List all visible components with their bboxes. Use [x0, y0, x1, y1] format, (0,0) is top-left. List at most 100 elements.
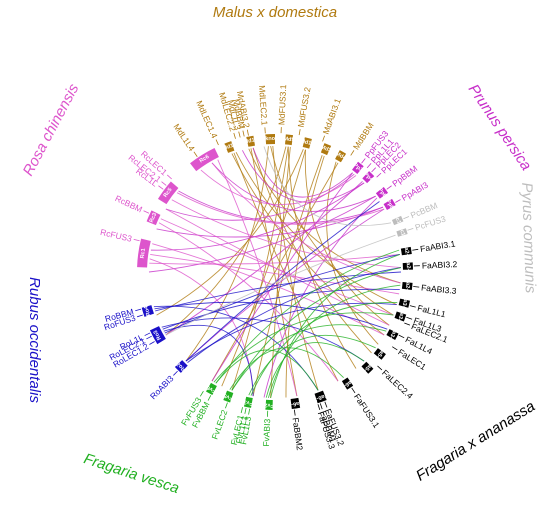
chromosome-fa3-1 [398, 298, 410, 308]
species-label-pyrus: Pyrus communis [518, 182, 539, 294]
chromosome-label: Ro3 [153, 329, 163, 341]
synteny-link [233, 152, 339, 382]
gene-label: RcFUS3 [99, 227, 133, 244]
chromosome-fv3 [243, 396, 253, 408]
synteny-link [211, 162, 339, 382]
chromosome-label: Fa6-3 [313, 392, 329, 403]
synteny-link [267, 284, 401, 398]
synteny-link [165, 146, 287, 336]
gene-leader-line [133, 238, 140, 242]
gene-leader-line [215, 139, 219, 146]
synteny-link [263, 146, 392, 227]
synteny-link [213, 312, 394, 383]
gene-leader-line [166, 174, 172, 180]
species-label-rosa: Rosa chinensis [20, 81, 83, 179]
synteny-link [250, 148, 298, 397]
synteny-link [155, 271, 402, 312]
synteny-link [211, 162, 401, 284]
chromosome-label: Md9 [283, 136, 295, 143]
synteny-link [165, 173, 355, 221]
gene-label: RoABI3 [148, 373, 176, 401]
gene-leader-line [246, 129, 249, 136]
synteny-link [185, 146, 269, 362]
gene-leader-line [386, 185, 392, 190]
synteny-link [161, 317, 365, 362]
gene-label: MdFUS3.1 [276, 84, 288, 125]
gene-label: MdLEC2.1 [257, 85, 270, 126]
chromosome-label: Pp6 [376, 187, 387, 199]
synteny-link [171, 199, 401, 269]
chromosome-label: Fa6-4 [287, 399, 303, 407]
synteny-link [158, 222, 339, 382]
chromosome-fa2-3 [402, 262, 413, 270]
gene-leader-line [322, 135, 325, 142]
chromosome-fa6-3 [314, 390, 327, 404]
synteny-links [148, 145, 402, 399]
gene-leader-line [350, 150, 355, 156]
gene-label: FaABI3.2 [422, 259, 458, 271]
chromosome-label: Md17 [300, 138, 315, 147]
chromosome-label: Rc1 [140, 248, 147, 259]
chromosome-label: Fa2-1 [402, 244, 410, 259]
gene-leader-line [207, 395, 212, 401]
chromosome-pp6 [375, 187, 389, 199]
synteny-link [250, 302, 398, 396]
synteny-link [215, 249, 400, 384]
synteny-link [165, 181, 363, 336]
gene-leader-line [406, 316, 413, 320]
gene-label: FaFUS3.1 [352, 392, 382, 430]
gene-label: FvABI3 [261, 418, 272, 447]
gene-leader-line [371, 167, 377, 173]
chromosome-label: Pc12 [392, 213, 403, 227]
chromosome-pp3 [352, 161, 364, 174]
chromosome-label: Fa3-2 [395, 309, 405, 325]
synteny-link [285, 155, 325, 398]
gene-leader-line [366, 163, 372, 169]
chromosome-fa3-3 [386, 329, 399, 340]
chromosome-fa6-1 [341, 377, 354, 390]
chromosome-label: Rc6 [199, 154, 211, 164]
gene-leader-line [324, 401, 328, 408]
gene-label: FaABI3.1 [419, 238, 456, 253]
gene-leader-line [244, 407, 247, 414]
gene-leader-line [398, 334, 405, 339]
chromosome-pp4 [362, 171, 375, 184]
gene-label: MdABI3.1 [321, 97, 343, 136]
gene-leader-line [136, 314, 143, 318]
chromosome-fa5-2 [361, 361, 374, 374]
gene-leader-line [351, 387, 356, 394]
synteny-link [165, 234, 396, 336]
chromosome-md3 [320, 143, 332, 156]
synteny-link [148, 195, 376, 273]
gene-leader-line [199, 390, 204, 397]
chromosome-label: Fa5-4 [372, 346, 386, 362]
synteny-link [185, 302, 397, 362]
gene-leader-line [376, 172, 382, 178]
gene-leader-line [298, 129, 301, 136]
gene-leader-line [377, 365, 383, 371]
chromosome-ro2 [174, 360, 188, 373]
chromosome-label: Fa2-4 [403, 278, 411, 294]
chromosome-fv6 [206, 382, 217, 395]
chromosome-pc17 [396, 228, 408, 237]
gene-leader-line [238, 131, 241, 138]
chromosome-label: Fa3-1 [400, 295, 409, 310]
chromosome-fa2-1 [400, 246, 412, 256]
chromosome-label: Ro2 [176, 361, 188, 373]
gene-leader-line [143, 210, 150, 214]
chromosome-label: Pp3 [352, 162, 364, 173]
chromosome-rc1 [137, 238, 151, 268]
gene-leader-line [413, 286, 420, 288]
gene-leader-line [407, 228, 414, 231]
gene-label: MdFUS3.2 [296, 86, 313, 128]
synteny-link [217, 159, 298, 397]
chromosome-label: Fa5-2 [360, 361, 375, 375]
chromosome-md9 [285, 134, 294, 146]
synteny-link [211, 162, 376, 212]
gene-leader-line [293, 409, 296, 416]
chromosome-label: Pp8 [384, 199, 394, 211]
chromosome-pc12 [391, 215, 404, 226]
synteny-link [231, 153, 385, 336]
